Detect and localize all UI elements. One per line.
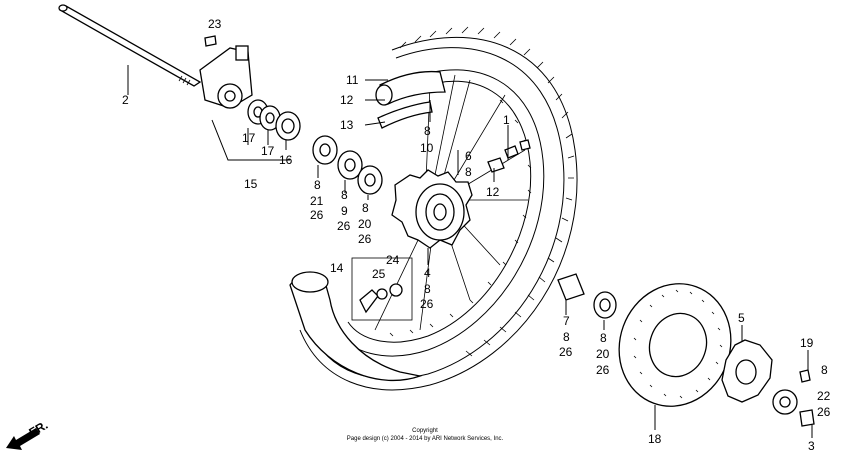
gearbox-washers-and-seal — [247, 99, 301, 141]
callout-23: 23 — [208, 17, 222, 31]
callout-26: 26 — [310, 208, 324, 222]
callout-19: 19 — [800, 336, 814, 350]
disc-bracket-and-collar — [721, 339, 815, 427]
callout-8: 8 — [314, 178, 321, 192]
copyright-line-1: Copyright — [412, 428, 438, 434]
callout-26: 26 — [420, 297, 434, 311]
callout-6: 6 — [465, 149, 472, 163]
callout-26: 26 — [817, 405, 831, 419]
callout-8: 8 — [821, 363, 828, 377]
callout-5: 5 — [738, 311, 745, 325]
copyright-notice: Copyright Page design (c) 2004 - 2014 by… — [347, 428, 504, 442]
leader-lines — [127, 65, 813, 438]
callout-1: 1 — [503, 113, 510, 127]
callout-8: 8 — [563, 330, 570, 344]
callout-8: 8 — [424, 124, 431, 138]
callout-26: 26 — [596, 363, 610, 377]
callout-17: 17 — [242, 131, 256, 145]
copyright-line-2: Page design (c) 2004 - 2014 by ARI Netwo… — [347, 436, 504, 442]
callout-18: 18 — [648, 432, 662, 446]
callout-22: 22 — [817, 389, 831, 403]
callout-9: 9 — [341, 204, 348, 218]
callout-17: 17 — [261, 144, 275, 158]
callout-15: 15 — [244, 177, 258, 191]
callout-13: 13 — [340, 118, 354, 132]
rim-lock-group — [351, 257, 413, 321]
callout-10: 10 — [420, 141, 434, 155]
callout-21: 21 — [310, 194, 324, 208]
callout-25: 25 — [372, 267, 386, 281]
front-direction-indicator: FR. — [6, 418, 50, 450]
brake-disc — [618, 283, 732, 407]
front-hub — [391, 169, 473, 249]
axle — [58, 4, 202, 87]
tube-and-rim-band — [375, 70, 446, 129]
callout-8: 8 — [362, 201, 369, 215]
callout-8: 8 — [600, 331, 607, 345]
callout-26: 26 — [358, 232, 372, 246]
callout-labels: 23 2 11 12 13 8 10 1 6 8 12 17 17 16 15 … — [122, 17, 831, 453]
left-side-bearings — [312, 135, 383, 195]
callout-26: 26 — [337, 219, 351, 233]
right-side-collar-bearing — [557, 273, 617, 319]
callout-4: 4 — [424, 266, 431, 280]
callout-20: 20 — [596, 347, 610, 361]
callout-8: 8 — [465, 165, 472, 179]
callout-24: 24 — [386, 253, 400, 267]
callout-16: 16 — [279, 153, 293, 167]
callout-12: 12 — [486, 185, 500, 199]
speedometer-gearbox — [199, 35, 253, 109]
callout-8: 8 — [341, 188, 348, 202]
callout-11: 11 — [346, 73, 359, 87]
callout-8: 8 — [424, 282, 431, 296]
spoke-nipples — [487, 139, 531, 173]
callout-2: 2 — [122, 93, 129, 107]
callout-20: 20 — [358, 217, 372, 231]
callout-12: 12 — [340, 93, 354, 107]
callout-26: 26 — [559, 345, 573, 359]
arrow-left-down-icon — [6, 428, 40, 450]
callout-14: 14 — [330, 261, 344, 275]
callout-7: 7 — [563, 314, 570, 328]
callout-3: 3 — [808, 439, 815, 453]
tire — [289, 26, 578, 391]
